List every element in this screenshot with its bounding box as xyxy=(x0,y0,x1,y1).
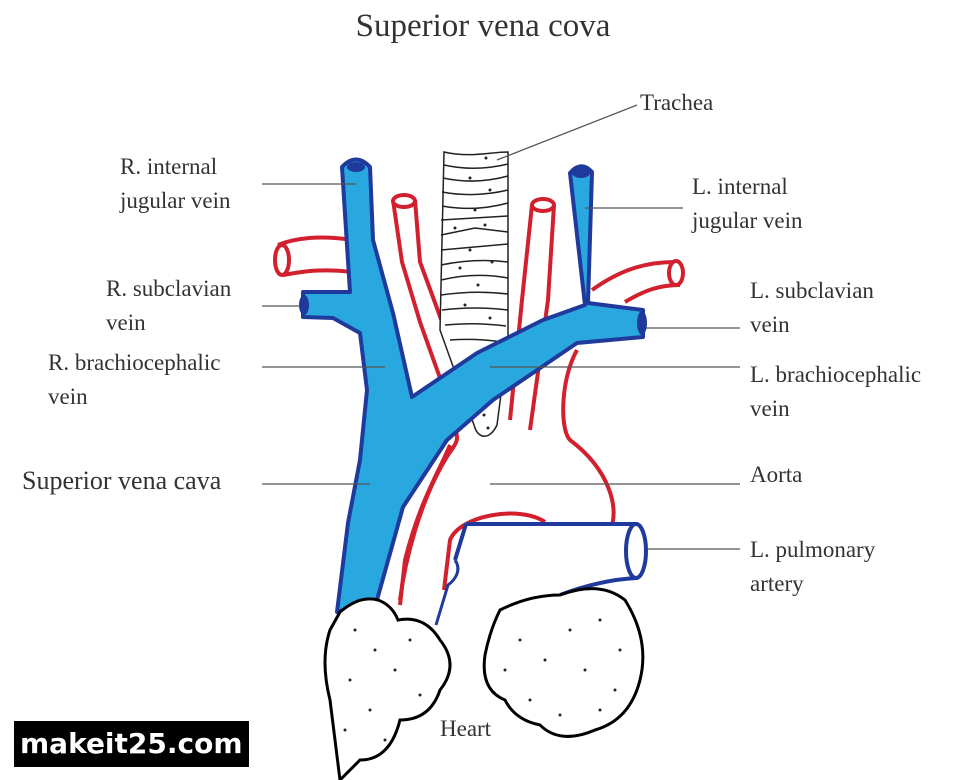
label-r-subclavian-vein: R. subclavian vein xyxy=(106,272,231,340)
label-line: jugular vein xyxy=(692,208,803,233)
veins xyxy=(299,157,648,626)
label-line: artery xyxy=(750,571,804,596)
diagram-title: Superior vena cova xyxy=(355,8,611,44)
label-line: L. pulmonary xyxy=(750,537,876,562)
label-l-brachiocephalic-vein: L. brachiocephalic vein xyxy=(750,358,921,426)
label-line: R. brachiocephalic xyxy=(48,350,221,375)
label-heart: Heart xyxy=(440,716,492,741)
heart xyxy=(323,587,645,780)
label-line: L. brachiocephalic xyxy=(750,362,922,387)
label-line: R. subclavian xyxy=(106,276,232,301)
label-line: R. internal xyxy=(120,154,218,179)
label-l-internal-jugular-vein: L. internal jugular vein xyxy=(692,170,803,238)
label-line: L. subclavian xyxy=(750,278,874,303)
pulmonary-trunk xyxy=(442,511,547,591)
label-r-brachiocephalic-vein: R. brachiocephalic vein xyxy=(48,346,220,414)
label-line: L. internal xyxy=(692,174,788,199)
label-line: jugular vein xyxy=(120,188,231,213)
label-line: vein xyxy=(106,310,146,335)
l-subclavian-artery xyxy=(590,260,681,304)
r-carotid-artery xyxy=(391,199,457,421)
label-l-subclavian-vein: L. subclavian vein xyxy=(750,274,874,342)
label-r-internal-jugular-vein: R. internal jugular vein xyxy=(120,150,231,218)
svc-and-brachiocephalic-veins xyxy=(301,157,645,614)
leader-lines xyxy=(262,104,740,550)
label-line: vein xyxy=(750,396,790,421)
label-superior-vena-cava: Superior vena cava xyxy=(22,466,222,495)
l-pulmonary-artery xyxy=(453,522,638,597)
label-line: vein xyxy=(48,384,88,409)
label-l-pulmonary-artery: L. pulmonary artery xyxy=(750,533,875,601)
aorta-outline xyxy=(561,349,616,531)
label-trachea: Trachea xyxy=(640,90,714,115)
label-aorta: Aorta xyxy=(750,462,803,487)
watermark: makeit25.com xyxy=(14,721,249,767)
label-line: vein xyxy=(750,312,790,337)
